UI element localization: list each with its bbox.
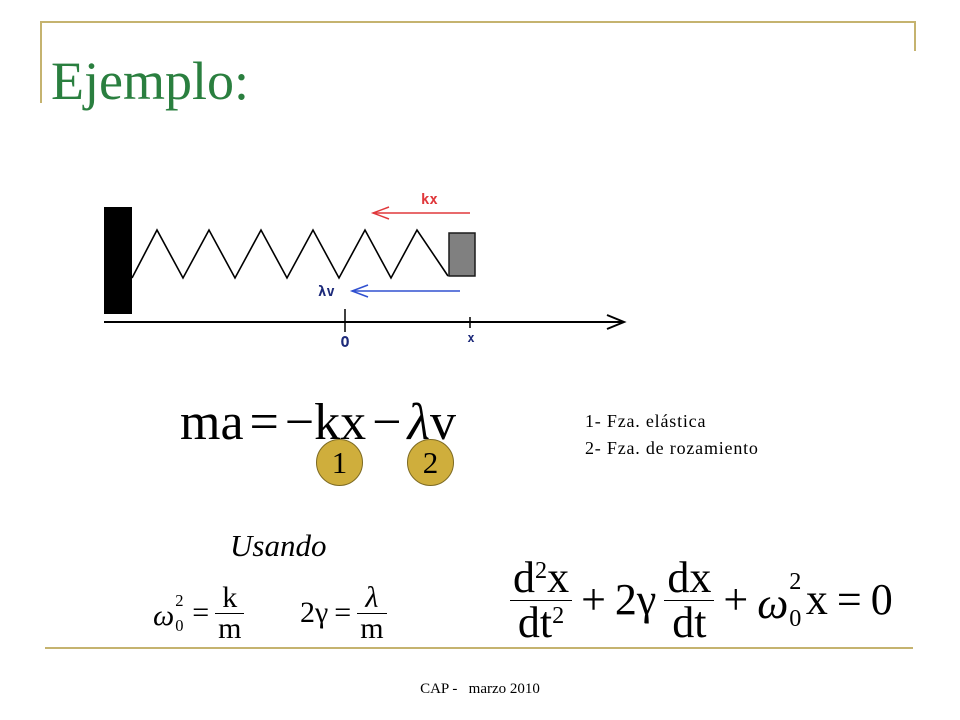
second-derivative-dt: dt — [517, 597, 553, 647]
force-marker-1: 1 — [316, 439, 363, 486]
second-derivative-denominator: dt2 — [510, 597, 572, 647]
first-derivative-numerator: dx — [664, 555, 715, 601]
lambda-over-m-denominator: m — [360, 611, 384, 645]
legend-item-friction: 2- Fza. de rozamiento — [585, 438, 759, 458]
mass-block — [448, 232, 476, 277]
second-derivative-num-order: 2 — [535, 557, 548, 585]
origin-label: O — [340, 333, 349, 351]
omega-superscript: 2 — [175, 590, 184, 610]
damping-definition: 2γ = λ m — [300, 582, 387, 644]
frame-bottom-line — [45, 647, 913, 649]
diff-equals: = — [836, 575, 862, 624]
eq-friction-coefficient: λ — [407, 394, 431, 451]
plus-sign-2: + — [723, 575, 749, 624]
force-marker-2: 2 — [407, 439, 454, 486]
eq-minus: − — [372, 394, 402, 451]
second-derivative-d: d — [513, 552, 535, 602]
fixed-wall — [104, 207, 132, 314]
spring-mass-diagram: kx λv O x — [104, 192, 627, 351]
eq-equals: = — [249, 394, 279, 451]
elastic-force-arrow — [370, 206, 470, 220]
omega-subscript: 0 — [175, 615, 184, 635]
diff-omega-superscript: 2 — [789, 568, 802, 596]
k-over-m-fraction: k m — [215, 582, 245, 645]
position-axis-arrowhead — [606, 314, 627, 330]
diff-rhs: 0 — [870, 575, 893, 624]
frame-right-line — [914, 21, 916, 51]
lambda-over-m-fraction: λ m — [357, 582, 387, 645]
lambda-over-m-numerator: λ — [357, 582, 387, 614]
spring — [131, 228, 449, 280]
frame-left-line — [40, 21, 42, 103]
friction-force-arrow — [349, 284, 460, 298]
natural-frequency-equals: = — [192, 596, 210, 629]
second-derivative-fraction: d2x dt2 — [510, 552, 573, 647]
friction-force-arrowhead — [349, 284, 369, 298]
k-over-m-numerator: k — [215, 582, 245, 614]
diff-omega-subscript: 0 — [789, 604, 802, 632]
elastic-force-label: kx — [421, 192, 438, 208]
elastic-force-arrowhead — [370, 206, 390, 220]
first-derivative-fraction: dx dt — [664, 555, 715, 647]
diff-variable: x — [805, 575, 828, 624]
k-over-m-denominator: m — [218, 611, 242, 645]
first-derivative-denominator: dt — [672, 597, 707, 647]
diff-omega-symbol: ω — [757, 579, 789, 628]
damping-equals: = — [334, 596, 352, 629]
eq-elastic-term: −kx — [284, 394, 367, 451]
force-legend: 1- Fza. elástica 2- Fza. de rozamiento — [585, 408, 759, 462]
damping-coefficient: 2γ — [614, 575, 657, 624]
slide-title: Ejemplo: — [51, 51, 249, 111]
position-label: x — [467, 331, 474, 345]
two-gamma: 2γ — [300, 596, 329, 629]
plus-sign-1: + — [581, 575, 606, 624]
eq-lhs: ma — [180, 394, 244, 451]
using-label: Usando — [230, 528, 327, 563]
omega-symbol: ω — [153, 599, 175, 632]
friction-force-label: λv — [318, 284, 335, 300]
frame-top-line — [40, 21, 916, 23]
second-derivative-numerator: d2x — [510, 552, 573, 602]
slide-footer: CAP - marzo 2010 — [420, 681, 540, 697]
second-derivative-var: x — [547, 552, 570, 602]
equation-of-motion: ma = −kx − λ v — [180, 397, 456, 449]
second-derivative-den-order: 2 — [552, 602, 565, 630]
legend-item-elastic: 1- Fza. elástica — [585, 411, 707, 431]
